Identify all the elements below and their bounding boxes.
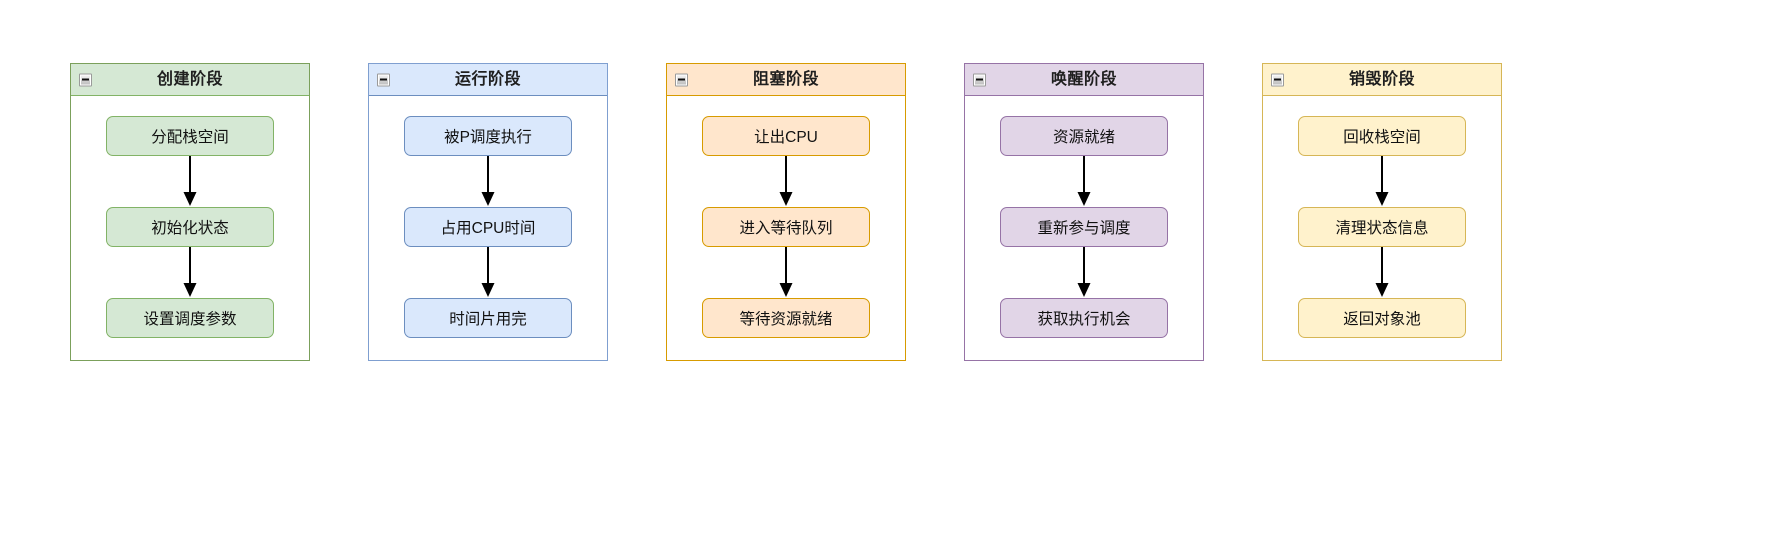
minimize-icon-bar (1274, 78, 1281, 81)
panel-header-destroy: 销毁阶段 (1263, 64, 1501, 96)
flow-node[interactable]: 获取执行机会 (1000, 298, 1168, 338)
arrow-connector (183, 156, 197, 206)
arrow-connector (1375, 247, 1389, 297)
panel-title-blocked: 阻塞阶段 (752, 70, 819, 88)
flow-node[interactable]: 设置调度参数 (106, 298, 274, 338)
subgraph-panel-row: 创建阶段分配栈空间初始化状态设置调度参数运行阶段被P调度执行占用CPU时间时间片… (70, 63, 1502, 361)
flow-node[interactable]: 被P调度执行 (404, 116, 572, 156)
flow-node[interactable]: 初始化状态 (106, 207, 274, 247)
arrow-connector (1077, 156, 1091, 206)
flow-node[interactable]: 占用CPU时间 (404, 207, 572, 247)
arrow-connector (779, 247, 793, 297)
panel-body-destroy: 回收栈空间清理状态信息返回对象池 (1263, 96, 1501, 360)
flow-node[interactable]: 重新参与调度 (1000, 207, 1168, 247)
panel-title-wakeup: 唤醒阶段 (1050, 70, 1117, 88)
subgraph-panel-running: 运行阶段被P调度执行占用CPU时间时间片用完 (368, 63, 608, 361)
panel-header-wakeup: 唤醒阶段 (965, 64, 1203, 96)
panel-title-create: 创建阶段 (156, 70, 223, 88)
flow-node[interactable]: 时间片用完 (404, 298, 572, 338)
flow-node[interactable]: 让出CPU (702, 116, 870, 156)
panel-body-running: 被P调度执行占用CPU时间时间片用完 (369, 96, 607, 360)
arrow-connector (1077, 247, 1091, 297)
arrow-connector (183, 247, 197, 297)
minimize-icon[interactable] (1271, 73, 1284, 86)
minimize-icon-bar (976, 78, 983, 81)
subgraph-panel-wakeup: 唤醒阶段资源就绪重新参与调度获取执行机会 (964, 63, 1204, 361)
arrow-connector (779, 156, 793, 206)
panel-body-wakeup: 资源就绪重新参与调度获取执行机会 (965, 96, 1203, 360)
arrow-connector (481, 247, 495, 297)
panel-body-create: 分配栈空间初始化状态设置调度参数 (71, 96, 309, 360)
flow-node[interactable]: 进入等待队列 (702, 207, 870, 247)
minimize-icon[interactable] (79, 73, 92, 86)
flow-node[interactable]: 清理状态信息 (1298, 207, 1466, 247)
panel-header-blocked: 阻塞阶段 (667, 64, 905, 96)
flow-node[interactable]: 回收栈空间 (1298, 116, 1466, 156)
flow-node[interactable]: 资源就绪 (1000, 116, 1168, 156)
panel-header-create: 创建阶段 (71, 64, 309, 96)
minimize-icon[interactable] (675, 73, 688, 86)
panel-header-running: 运行阶段 (369, 64, 607, 96)
subgraph-panel-create: 创建阶段分配栈空间初始化状态设置调度参数 (70, 63, 310, 361)
flow-node[interactable]: 等待资源就绪 (702, 298, 870, 338)
arrow-connector (481, 156, 495, 206)
minimize-icon[interactable] (377, 73, 390, 86)
minimize-icon-bar (380, 78, 387, 81)
minimize-icon-bar (82, 78, 89, 81)
panel-title-running: 运行阶段 (454, 70, 521, 88)
minimize-icon-bar (678, 78, 685, 81)
minimize-icon[interactable] (973, 73, 986, 86)
panel-body-blocked: 让出CPU 进入等待队列等待资源就绪 (667, 96, 905, 360)
panel-title-destroy: 销毁阶段 (1348, 70, 1415, 88)
flow-node[interactable]: 分配栈空间 (106, 116, 274, 156)
subgraph-panel-blocked: 阻塞阶段让出CPU 进入等待队列等待资源就绪 (666, 63, 906, 361)
flow-node[interactable]: 返回对象池 (1298, 298, 1466, 338)
arrow-connector (1375, 156, 1389, 206)
subgraph-panel-destroy: 销毁阶段回收栈空间清理状态信息返回对象池 (1262, 63, 1502, 361)
